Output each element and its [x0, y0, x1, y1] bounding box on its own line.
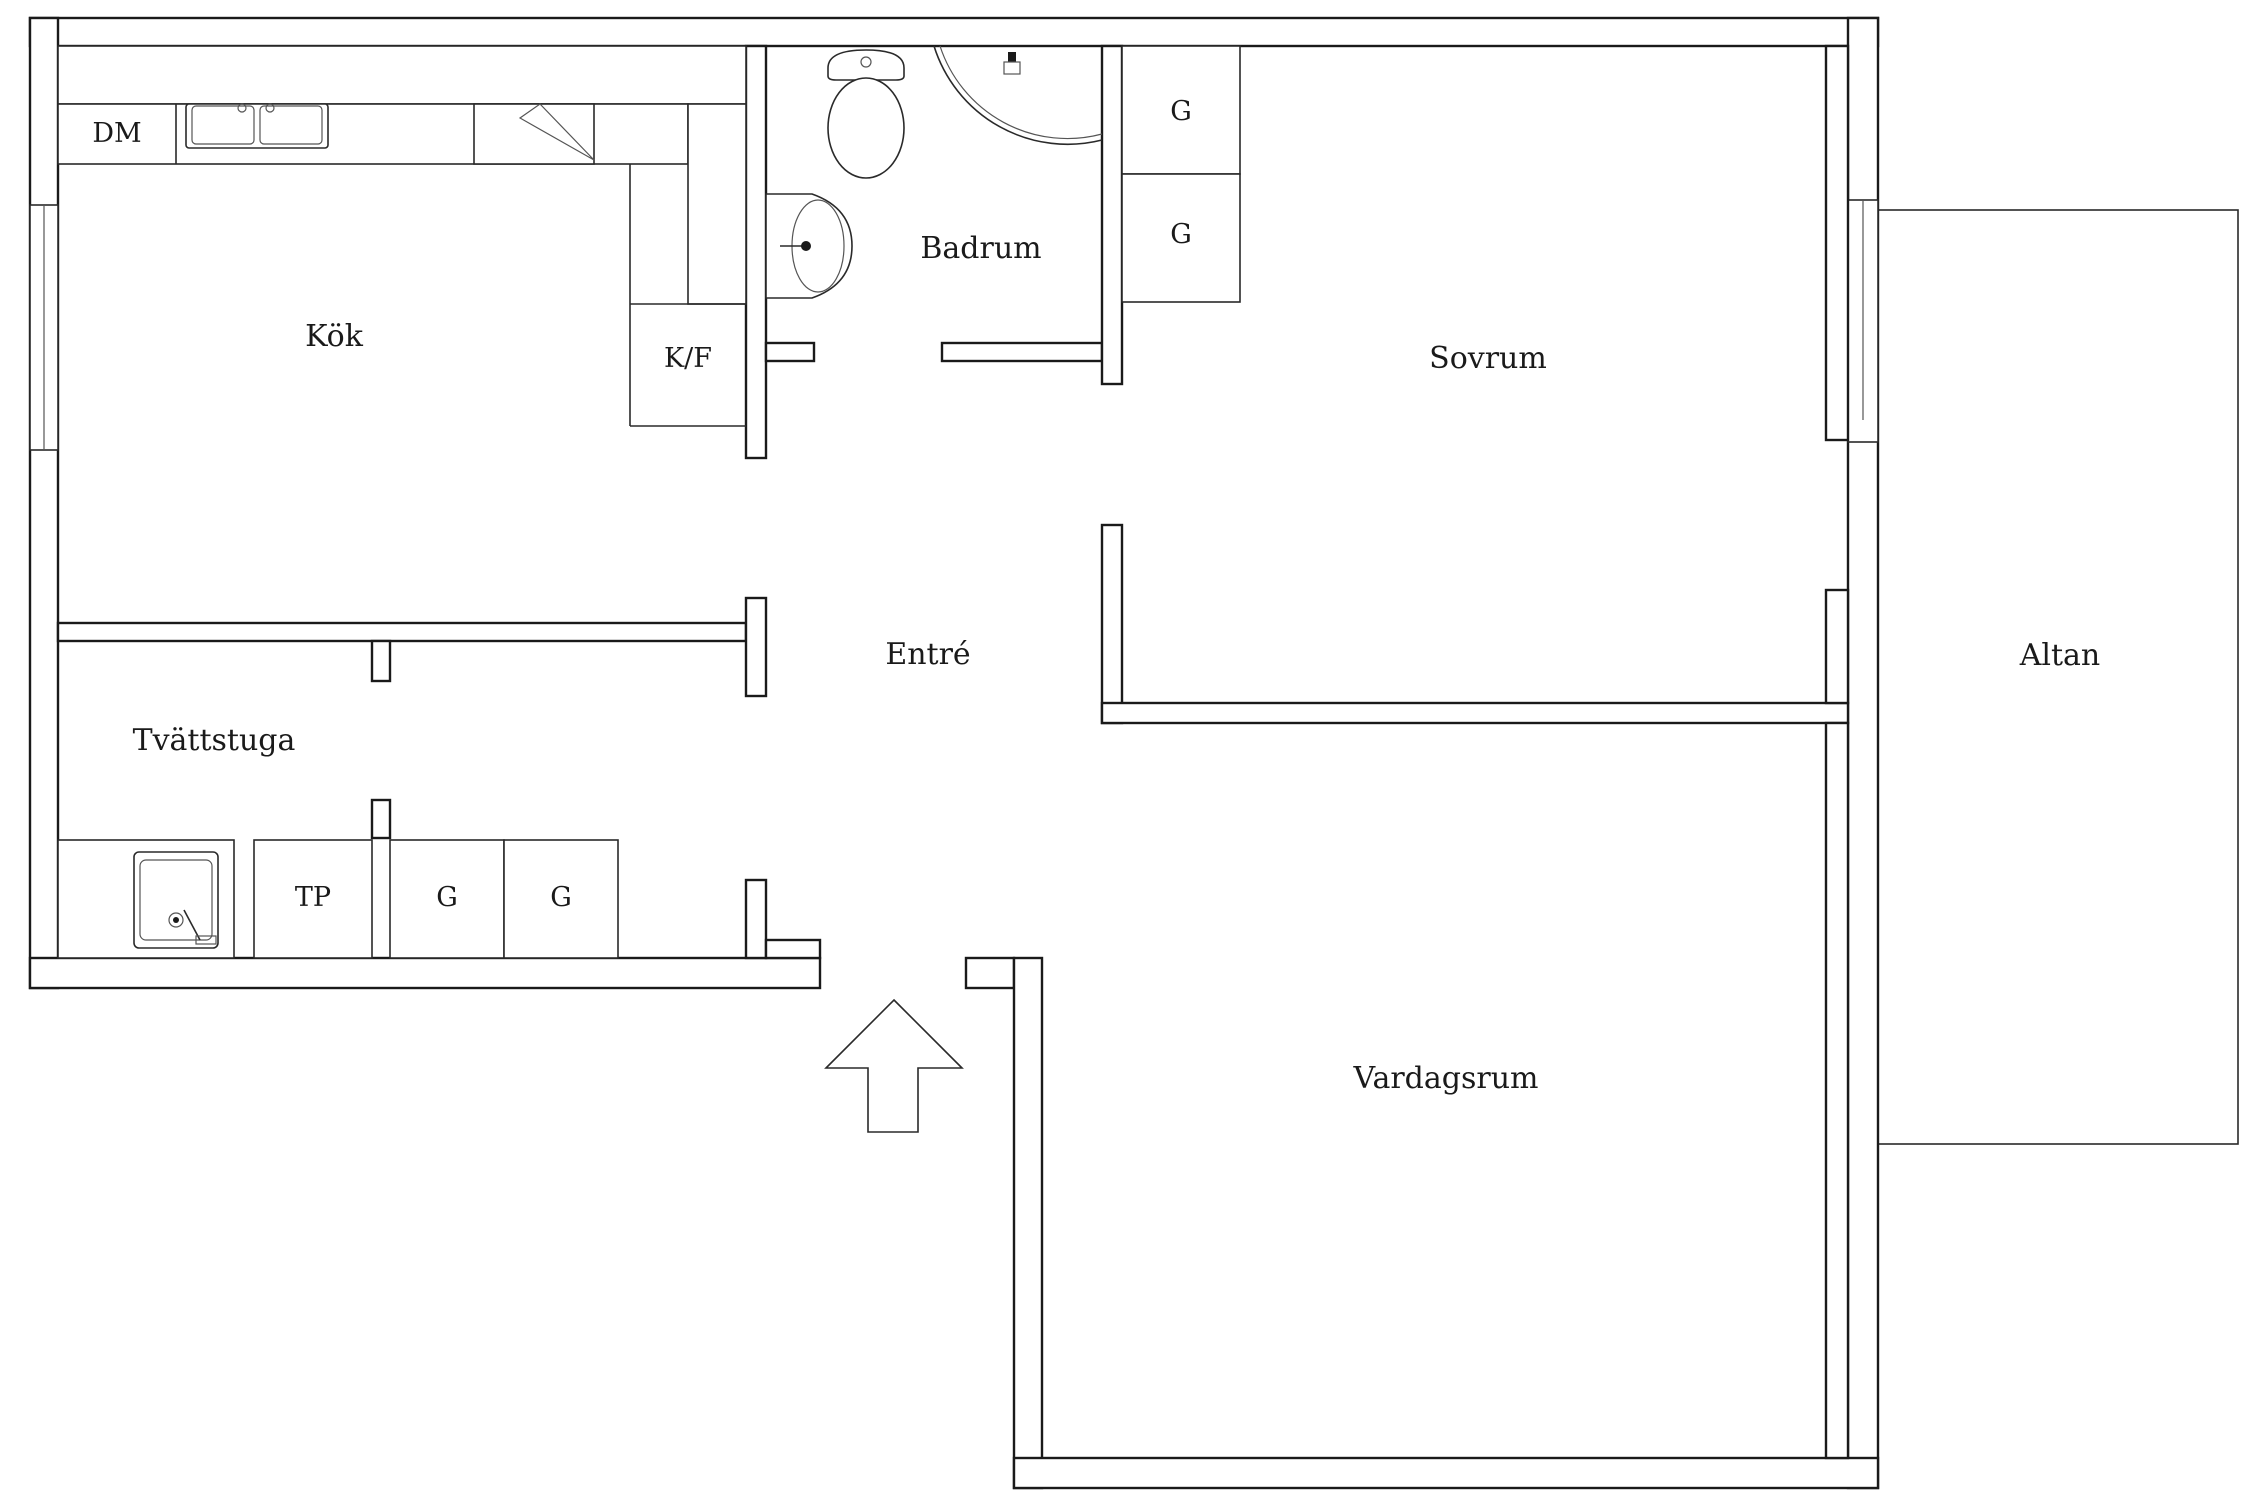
terrace — [1877, 209, 2239, 1145]
room-label-kitchen: Kök — [305, 319, 364, 354]
wardrobe-units-bathroom — [1121, 45, 1241, 303]
toilet-icon — [827, 49, 905, 179]
room-label-bathroom: Badrum — [920, 231, 1041, 266]
shower-icon — [933, 45, 1103, 146]
fixture-label-wardrobe: G — [550, 882, 572, 913]
fixture-label-wardrobe: G — [1170, 219, 1192, 250]
room-label-living-room: Vardagsrum — [1353, 1061, 1539, 1096]
kitchen-sink-icon — [185, 103, 329, 149]
fixture-label-dishwasher: DM — [92, 118, 141, 149]
window-kitchen — [29, 204, 59, 451]
room-label-bedroom: Sovrum — [1429, 341, 1547, 376]
fixture-label-wardrobe: G — [436, 882, 458, 913]
bathroom-sink-icon — [765, 193, 853, 299]
laundry-sink-icon — [133, 851, 219, 949]
interior-walls — [56, 44, 1850, 1460]
window-bedroom — [1847, 199, 1879, 443]
fixture-label-dryer: TP — [295, 882, 331, 913]
room-label-entrance: Entré — [885, 637, 970, 672]
room-label-laundry: Tvättstuga — [133, 723, 296, 758]
entrance-arrow-icon — [824, 998, 964, 1133]
kitchen-counter — [57, 45, 747, 427]
fixture-label-wardrobe: G — [1170, 96, 1192, 127]
room-label-terrace: Altan — [2019, 638, 2101, 673]
fixture-label-fridge-freezer: K/F — [664, 343, 712, 374]
